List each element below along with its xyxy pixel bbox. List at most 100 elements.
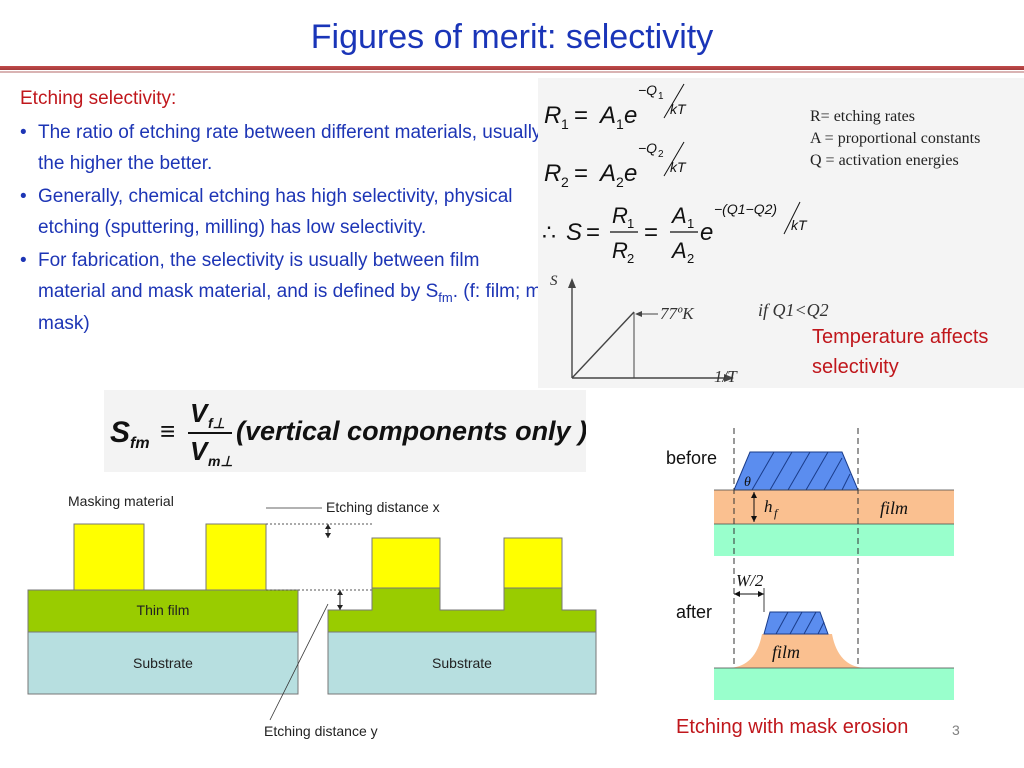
- substrate-after: [714, 668, 954, 700]
- r2-exp-den: kT: [670, 159, 687, 175]
- s-equals-1: =: [586, 219, 600, 246]
- film-after: [714, 634, 954, 668]
- bullet-item: • Generally, chemical etching has high se…: [20, 181, 550, 243]
- r1-equals: =: [574, 102, 588, 129]
- temperature-plot: S 1/T 77ºK if Q1<Q2: [550, 273, 829, 386]
- equation-r1: R 1 = A 1 e −Q 1 kT: [544, 82, 687, 132]
- s-base: e: [700, 219, 713, 246]
- thin-film-label: Thin film: [137, 602, 190, 618]
- s-den1: R: [612, 238, 628, 263]
- sfm-den-sub: m⊥: [208, 453, 233, 469]
- bullet-text: The ratio of etching rate between differ…: [38, 122, 542, 174]
- substrate-before: [714, 524, 954, 556]
- bullet-list: • The ratio of etching rate between diffe…: [20, 117, 550, 341]
- bullet-dot-icon: •: [20, 250, 27, 271]
- equation-background: [538, 78, 1024, 388]
- s-num1: R: [612, 203, 628, 228]
- mask-block-right-2: [503, 537, 563, 589]
- bullet-text-part: For fabrication, the selectivity is usua…: [38, 250, 480, 302]
- bullet-text: Generally, chemical etching has high sel…: [38, 186, 513, 238]
- r1-lhs-sub: 1: [561, 116, 569, 132]
- s-num2: A: [670, 203, 687, 228]
- sfm-lhs-sub: fm: [130, 435, 150, 452]
- sfm-num: V: [190, 398, 210, 428]
- s-den2: A: [670, 238, 687, 263]
- legend-line: R= etching rates: [810, 108, 915, 125]
- title-divider: [0, 66, 1024, 70]
- plot-marker-label: 77ºK: [660, 304, 695, 323]
- r1-exp-num-sub: 1: [658, 91, 664, 102]
- rate-equations: R 1 = A 1 e −Q 1 kT R 2 = A 2 e −Q 2 kT …: [538, 78, 1024, 388]
- bullet-dot-icon: •: [20, 186, 27, 207]
- r2-coef: A: [598, 160, 616, 187]
- bullet-dot-icon: •: [20, 122, 27, 143]
- r2-exp-slash: [663, 141, 685, 177]
- mask-before: [733, 451, 859, 491]
- bullet-subscript: fm: [438, 290, 453, 305]
- r2-exp-num: −Q: [638, 140, 657, 156]
- thin-film-right-etched: [327, 587, 597, 633]
- equation-r2: R 2 = A 2 e −Q 2 kT: [544, 140, 687, 190]
- r1-exp-num: −Q: [638, 82, 657, 98]
- theta-label: θ: [744, 475, 751, 490]
- substrate-right: [327, 631, 597, 695]
- s-exp-num: −(Q1−Q2): [714, 201, 777, 217]
- slide-title: Figures of merit: selectivity: [310, 18, 714, 56]
- before-label: before: [666, 448, 717, 468]
- s-den2-sub: 2: [687, 251, 694, 266]
- mask-erosion-diagram: before θ h f film after film W/2: [666, 428, 954, 700]
- hf-label: h: [764, 497, 773, 516]
- etching-distance-y-label: Etching distance y: [264, 723, 378, 739]
- etch-distance-diagram: Masking material Etching distance x Thin…: [27, 493, 597, 739]
- plot-x-label: 1/T: [714, 367, 738, 386]
- s-num2-sub: 1: [687, 216, 694, 231]
- film-before-label: film: [880, 498, 908, 518]
- r1-coef-sub: 1: [616, 116, 624, 132]
- s-exp-den: kT: [791, 217, 808, 233]
- legend-line: A = proportional constants: [810, 130, 981, 147]
- r1-exp-den: kT: [670, 101, 687, 117]
- s-therefore: ∴: [542, 220, 556, 245]
- sfm-equiv: ≡: [160, 416, 175, 446]
- s-equals-2: =: [644, 219, 658, 246]
- plot-y-arrow-icon: [568, 278, 576, 288]
- substrate-left-label: Substrate: [133, 655, 193, 671]
- s-lhs: S: [566, 219, 582, 246]
- etching-distance-x-label: Etching distance x: [326, 499, 440, 515]
- film-layer-before: [714, 490, 954, 524]
- plot-condition: if Q1<Q2: [758, 300, 829, 320]
- bullet-item: • For fabrication, the selectivity is usu…: [20, 245, 550, 339]
- equation-legend: R= etching rates A = proportional consta…: [810, 106, 980, 172]
- r1-coef: A: [598, 102, 616, 129]
- s-num1-sub: 1: [627, 216, 634, 231]
- r2-lhs: R: [544, 160, 561, 187]
- title-divider-shadow: [0, 71, 1024, 73]
- w2-label: W/2: [736, 571, 764, 590]
- r2-equals: =: [574, 160, 588, 187]
- plot-marker-arrow-icon: [635, 311, 642, 317]
- mask-erosion-caption: Etching with mask erosion: [676, 716, 909, 738]
- r2-exp-num-sub: 2: [658, 149, 664, 160]
- film-after-label: film: [772, 642, 800, 662]
- r1-base: e: [624, 102, 637, 129]
- plot-y-label: S: [550, 273, 558, 289]
- s-exp-slash: [783, 201, 801, 235]
- mask-block-right-1: [371, 537, 441, 589]
- mask-block-left-1: [73, 523, 145, 591]
- temperature-note: Temperature affects selectivity: [812, 326, 989, 378]
- substrate-right-label: Substrate: [432, 655, 492, 671]
- sfm-definition: S fm ≡ V f⊥ V m⊥ (vertical components on…: [104, 390, 586, 472]
- page-number: 3: [952, 722, 960, 738]
- masking-material-label: Masking material: [68, 493, 174, 509]
- y-leader-line: [269, 603, 329, 721]
- r2-lhs-sub: 2: [561, 174, 569, 190]
- r1-exp-slash: [663, 83, 685, 119]
- s-den1-sub: 2: [627, 251, 634, 266]
- sfm-lhs: S: [110, 416, 130, 449]
- mask-block-left-2: [205, 523, 267, 591]
- substrate-left: [27, 631, 299, 695]
- sfm-den: V: [190, 436, 210, 466]
- bullet-item: • The ratio of etching rate between diffe…: [20, 117, 550, 179]
- hf-sub: f: [774, 506, 779, 520]
- r2-base: e: [624, 160, 637, 187]
